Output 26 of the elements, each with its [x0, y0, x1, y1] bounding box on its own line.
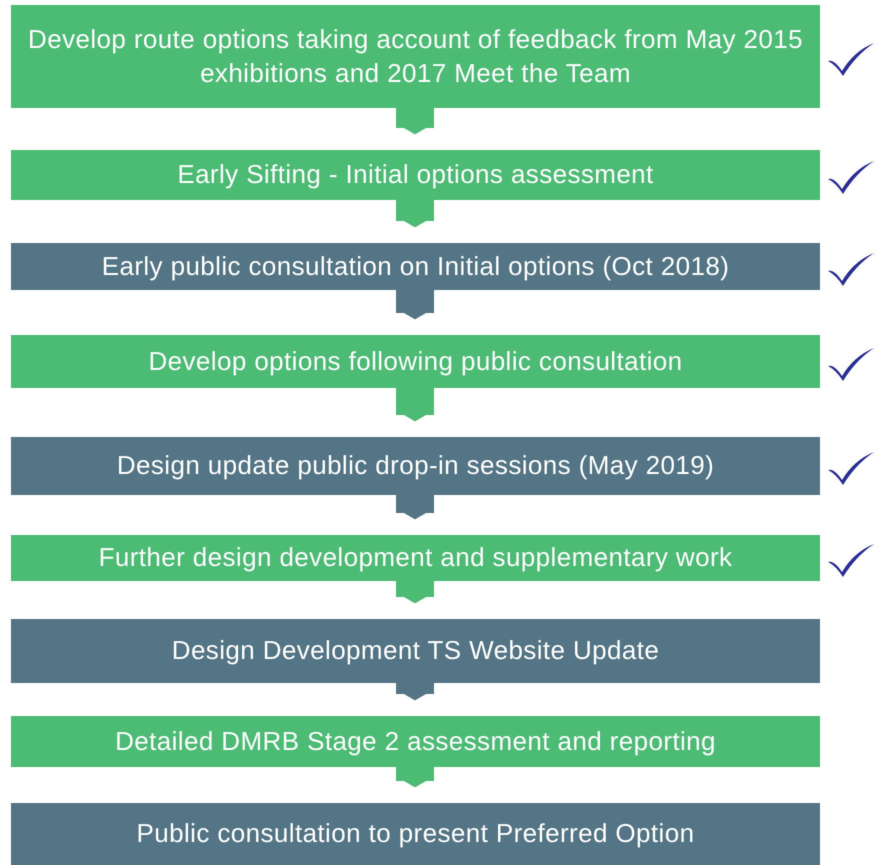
block-arrow [396, 108, 434, 134]
process-box [11, 535, 820, 581]
process-box [11, 335, 820, 388]
block-arrow [396, 495, 434, 520]
step-text: Design Development TS Website Update [172, 634, 660, 668]
process-box [11, 803, 820, 865]
process-box [11, 5, 820, 108]
process-box [11, 243, 820, 290]
step-text: Early public consultation on Initial options (Oct 2018) [102, 250, 730, 283]
block-arrow [396, 581, 434, 604]
block-arrow [396, 388, 434, 422]
step-text: Further design development and supplementary work [98, 541, 732, 574]
block-arrow [396, 683, 434, 700]
step-text: Detailed DMRB Stage 2 assessment and reporting [115, 724, 716, 758]
step-text: Early Sifting - Initial options assessment [177, 158, 654, 192]
step-text: Design update public drop-in sessions (May 2019) [116, 449, 714, 482]
step-text: Public consultation to present Preferred Option [136, 817, 694, 850]
block-arrow [396, 767, 434, 788]
step-text: Develop route options taking account of feedback from May 2015 exhibitions and 2017 Meet the Team [27, 22, 804, 90]
process-box [11, 716, 820, 767]
block-arrow [396, 200, 434, 228]
block-arrow [396, 290, 434, 320]
process-box [11, 437, 820, 495]
process-box [11, 150, 820, 200]
step-text: Develop options following public consultation [148, 344, 682, 378]
process-box [11, 619, 820, 683]
